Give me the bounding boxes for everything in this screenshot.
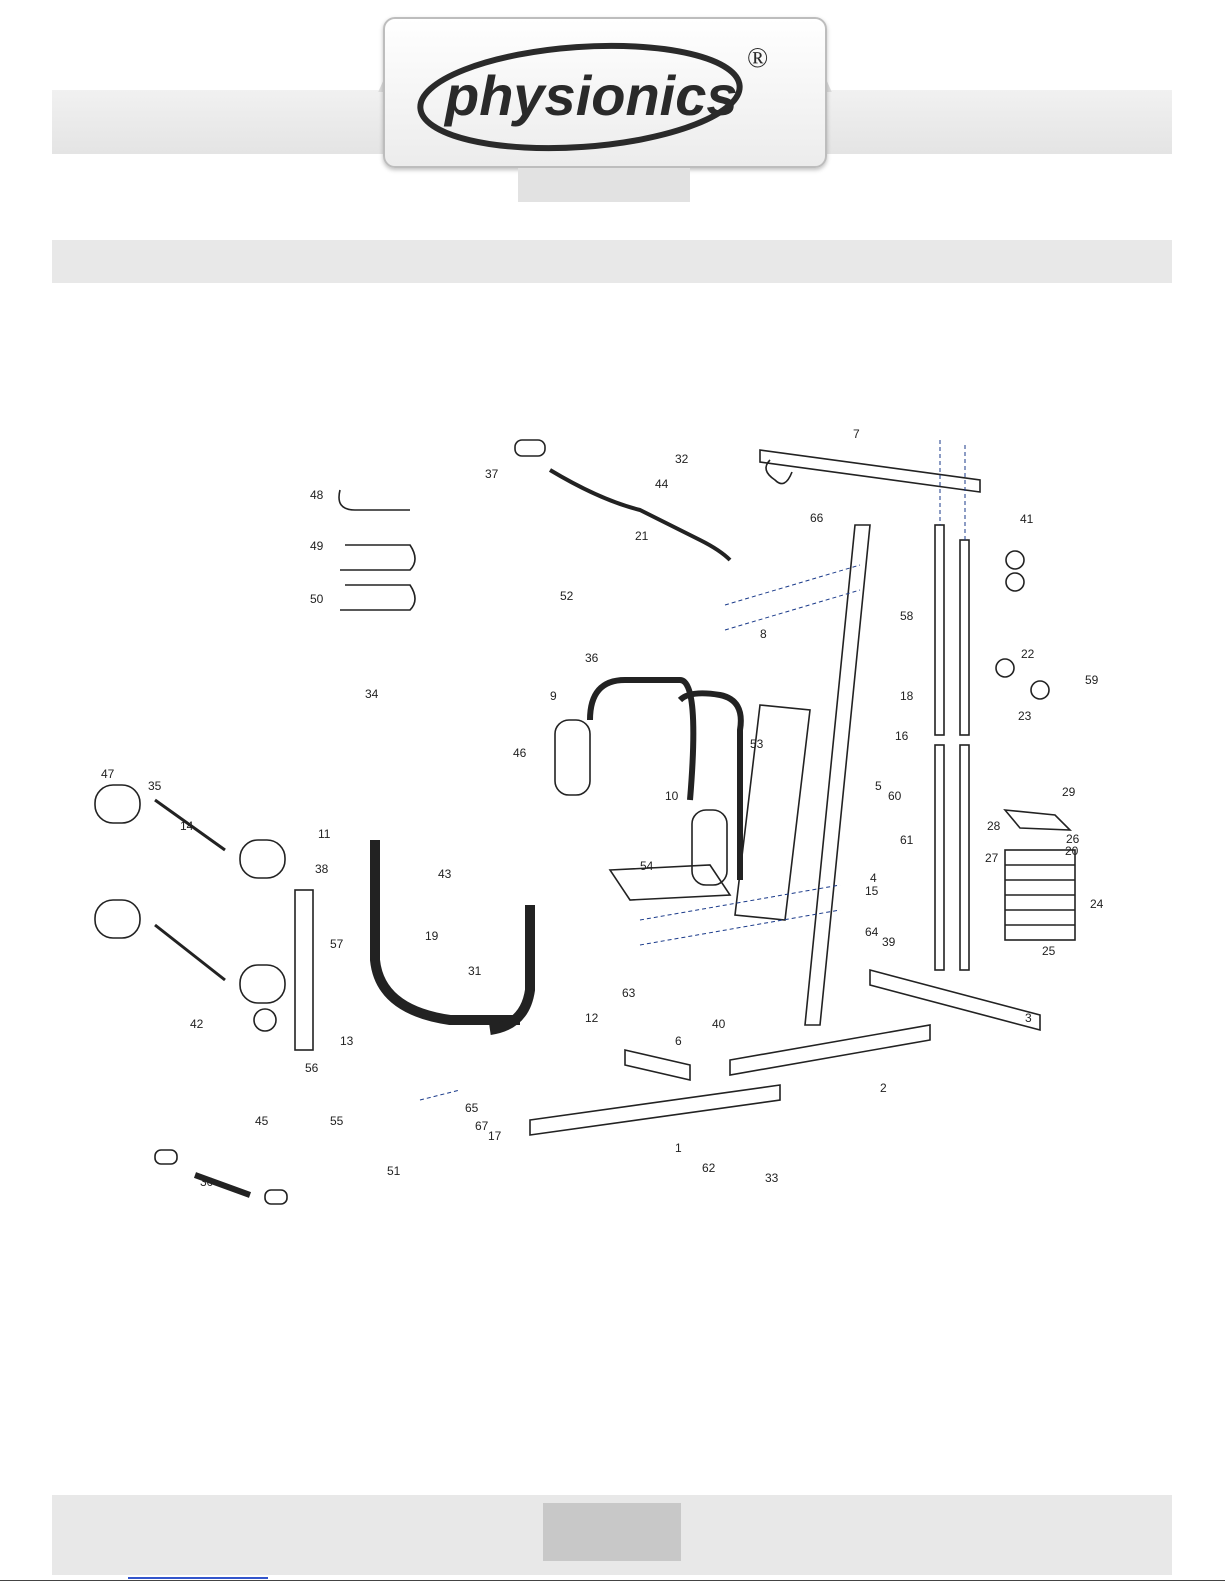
callout-label: 50 xyxy=(310,592,324,606)
callout-label: 42 xyxy=(190,1017,204,1031)
callout-label: 11 xyxy=(318,827,331,841)
callout-label: 37 xyxy=(485,467,499,481)
callout-label: 22 xyxy=(1021,647,1035,661)
logo-box: physionics ® xyxy=(383,17,827,168)
section-bar xyxy=(52,240,1172,283)
callout-label: 29 xyxy=(1062,785,1076,799)
callout-label: 60 xyxy=(888,789,902,803)
callout-label: 46 xyxy=(513,746,527,760)
callout-label: 65 xyxy=(465,1101,479,1115)
callout-label: 58 xyxy=(900,609,914,623)
callout-label: 5 xyxy=(875,779,882,793)
callout-label: 56 xyxy=(305,1061,319,1075)
callout-label: 35 xyxy=(148,779,162,793)
callout-label: 20 xyxy=(1065,844,1079,858)
callout-label: 47 xyxy=(101,767,115,781)
page-tab xyxy=(518,168,690,202)
callout-label: 61 xyxy=(900,833,914,847)
exploded-view-diagram: 1 2 3 4 5 6 7 8 9 10 11 12 13 14 15 16 1… xyxy=(80,400,1140,1220)
callout-label: 43 xyxy=(438,867,452,881)
callout-label: 64 xyxy=(865,925,879,939)
callout-label: 26 xyxy=(1066,832,1080,846)
callout-label: 17 xyxy=(488,1129,502,1143)
callout-label: 6 xyxy=(675,1034,682,1048)
callout-label: 19 xyxy=(425,929,439,943)
callout-label: 10 xyxy=(665,789,679,803)
callout-label: 25 xyxy=(1042,944,1056,958)
callout-label: 3 xyxy=(1025,1011,1032,1025)
callout-label: 41 xyxy=(1020,512,1034,526)
callout-label: 31 xyxy=(468,964,482,978)
callout-label: 21 xyxy=(635,529,649,543)
callout-label: 16 xyxy=(895,729,909,743)
callout-label: 4 xyxy=(870,871,877,885)
callout-label: 57 xyxy=(330,937,344,951)
callout-label: 62 xyxy=(702,1161,716,1175)
callout-label: 52 xyxy=(560,589,574,603)
callout-label: 59 xyxy=(1085,673,1099,687)
callout-label: 45 xyxy=(255,1114,269,1128)
callout-label: 39 xyxy=(882,935,896,949)
callout-label: 30 xyxy=(200,1175,214,1189)
callout-label: 48 xyxy=(310,488,324,502)
callout-label: 67 xyxy=(475,1119,489,1133)
callout-label: 18 xyxy=(900,689,914,703)
callout-label: 24 xyxy=(1090,897,1104,911)
callout-label: 14 xyxy=(180,819,194,833)
callout-label: 66 xyxy=(810,511,824,525)
callout-label: 7 xyxy=(853,427,860,441)
callout-label: 63 xyxy=(622,986,636,1000)
callout-label: 15 xyxy=(865,884,879,898)
registered-mark: ® xyxy=(747,43,768,74)
callout-label: 13 xyxy=(340,1034,354,1048)
brand-name: physionics xyxy=(443,64,738,127)
callout-label: 54 xyxy=(640,859,654,873)
callout-label: 49 xyxy=(310,539,324,553)
callout-label: 27 xyxy=(985,851,999,865)
callout-label: 53 xyxy=(750,737,764,751)
callout-label: 55 xyxy=(330,1114,344,1128)
callout-label: 34 xyxy=(365,687,379,701)
callout-label: 28 xyxy=(987,819,1001,833)
callout-label: 12 xyxy=(585,1011,599,1025)
callout-label: 44 xyxy=(655,477,669,491)
brand-logo: physionics ® xyxy=(385,19,825,166)
bottom-rule xyxy=(0,1580,1225,1581)
callout-label: 8 xyxy=(760,627,767,641)
callout-label: 32 xyxy=(675,452,689,466)
footer-link[interactable] xyxy=(128,1577,268,1579)
page-number-box xyxy=(543,1503,681,1561)
callout-label: 36 xyxy=(585,651,599,665)
callout-label: 51 xyxy=(387,1164,401,1178)
callout-label: 1 xyxy=(675,1141,682,1155)
callout-label: 33 xyxy=(765,1171,779,1185)
callout-label: 2 xyxy=(880,1081,887,1095)
callout-label: 38 xyxy=(315,862,329,876)
callout-label: 23 xyxy=(1018,709,1032,723)
callout-label: 40 xyxy=(712,1017,726,1031)
callout-label: 9 xyxy=(550,689,557,703)
